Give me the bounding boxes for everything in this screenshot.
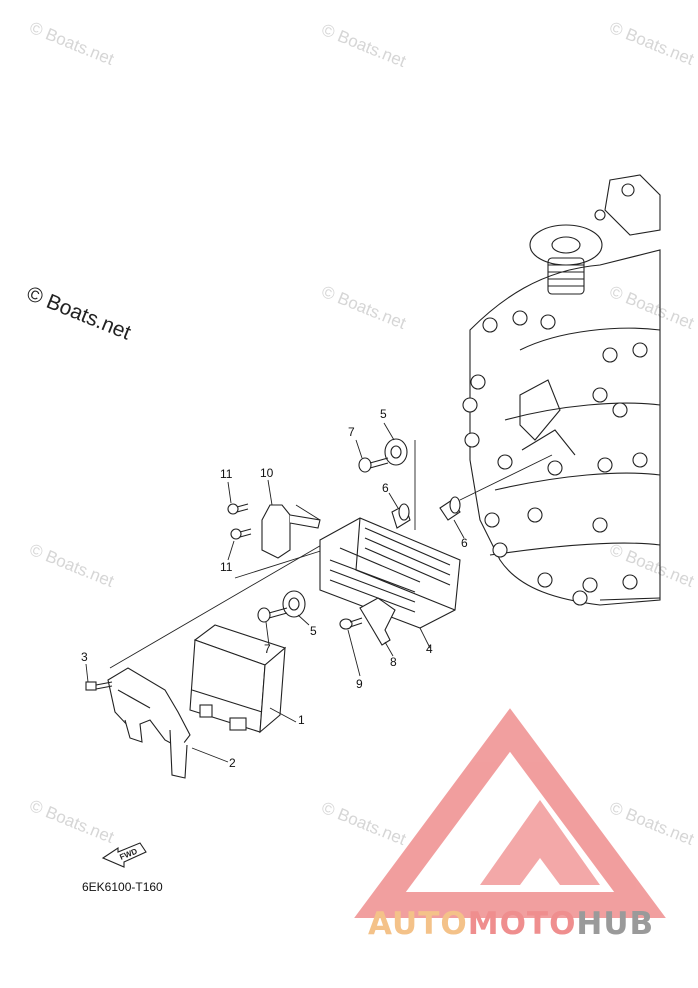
callout-10: 10 [260,466,274,480]
brand-wordmark: AUTOMOTOHUB [368,906,654,942]
callout-8: 8 [390,655,397,669]
callout-4: 4 [426,642,433,656]
callout-5b: 5 [310,624,317,638]
bracket-10 [261,504,321,559]
callout-6b: 6 [461,536,468,550]
screw-9 [339,617,363,630]
callout-1: 1 [298,713,305,727]
callout-leaders [85,422,465,763]
callout-5a: 5 [380,407,387,421]
engine-block [462,174,661,606]
callout-6a: 6 [382,481,389,495]
rectifier-regulator [319,517,461,629]
screw-11 [227,503,252,540]
callout-9: 9 [356,677,363,691]
ecu-bracket [107,667,191,779]
brand-part-moto: MOTO [467,906,577,942]
collar-6 [391,496,461,529]
brand-part-auto: AUTO [368,906,468,942]
callout-11a: 11 [220,467,233,481]
diagram-code: 6EK6100-T160 [82,880,163,894]
callout-3: 3 [81,650,88,664]
fwd-arrow-icon [101,842,147,868]
screw-3 [85,681,113,691]
callout-7a: 7 [348,425,355,439]
bolt-7 [257,457,389,623]
ecu-unit [189,624,287,734]
plate-8 [359,597,396,646]
assembly-lines [109,440,553,669]
callout-7b: 7 [264,642,271,656]
callout-2: 2 [229,756,236,770]
callout-11b: 11 [220,560,233,574]
grommet-5 [282,438,408,618]
brand-part-hub: HUB [576,906,655,942]
brand-logo [354,708,666,918]
